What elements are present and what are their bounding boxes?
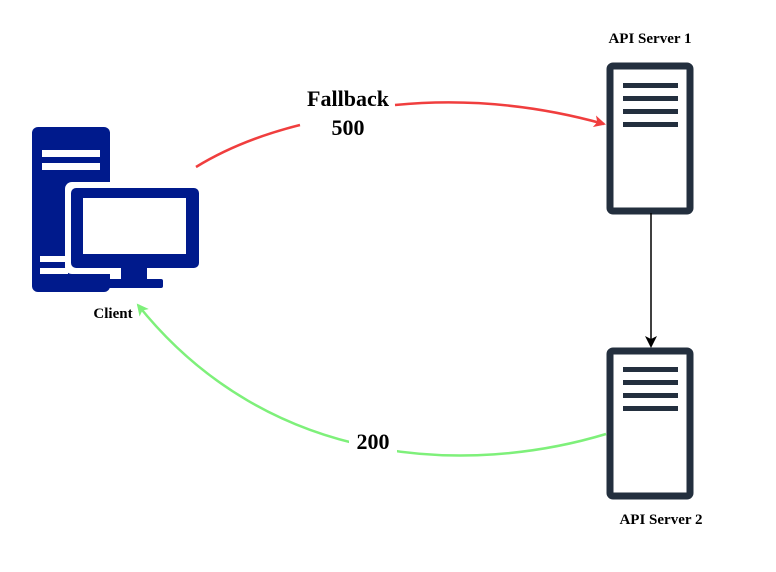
- fallback-edge-arrow: [195, 123, 301, 169]
- success-edge-label: 200: [357, 429, 390, 454]
- api-server-1-icon: [606, 62, 694, 215]
- fallback-edge-status-code: 500: [332, 115, 365, 140]
- fallback-edge-arrow-head-segment: [394, 101, 606, 128]
- fallback-edge-label: Fallback: [307, 86, 390, 111]
- api-server-2-icon: [606, 347, 694, 500]
- client-computer-icon: [32, 127, 205, 292]
- client-label: Client: [93, 306, 132, 322]
- api-server-1-label: API Server 1: [608, 31, 691, 47]
- success-edge-label-bg: [349, 429, 397, 453]
- api-server-2-label: API Server 2: [619, 512, 702, 528]
